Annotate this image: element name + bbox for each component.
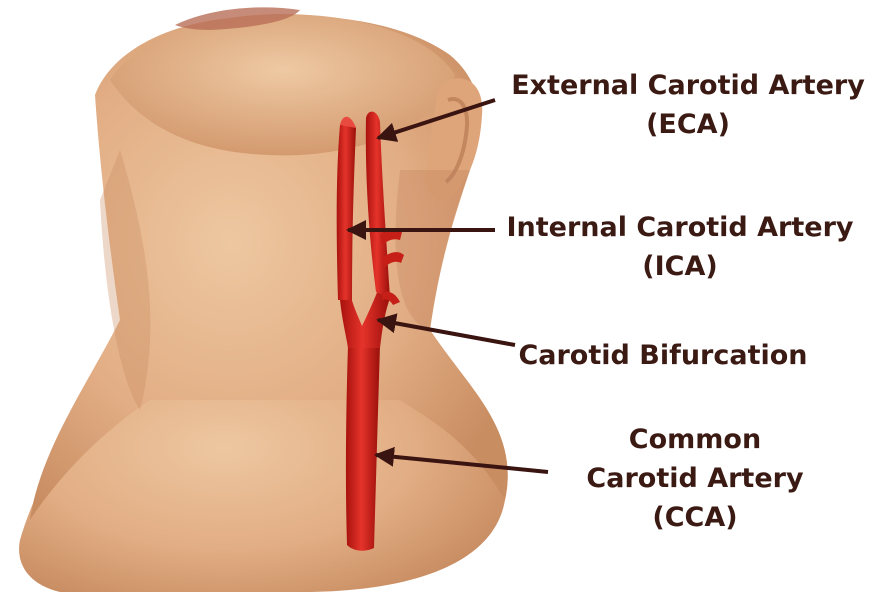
label-carotid-bifurcation: Carotid Bifurcation [488, 336, 838, 375]
label-eca-line2: (ECA) [488, 105, 874, 144]
label-cca-line2: Carotid Artery [520, 459, 870, 498]
label-external-carotid-artery: External Carotid Artery (ECA) [488, 66, 874, 144]
label-eca-line1: External Carotid Artery [488, 66, 874, 105]
label-cca-line3: (CCA) [520, 498, 870, 537]
neck-shadow-right [395, 170, 470, 330]
label-bifurcation-line1: Carotid Bifurcation [488, 336, 838, 375]
label-common-carotid-artery: Common Carotid Artery (CCA) [520, 420, 870, 537]
label-ica-line1: Internal Carotid Artery [480, 208, 874, 247]
label-ica-line2: (ICA) [480, 247, 874, 286]
label-cca-line1: Common [520, 420, 870, 459]
label-internal-carotid-artery: Internal Carotid Artery (ICA) [480, 208, 874, 286]
